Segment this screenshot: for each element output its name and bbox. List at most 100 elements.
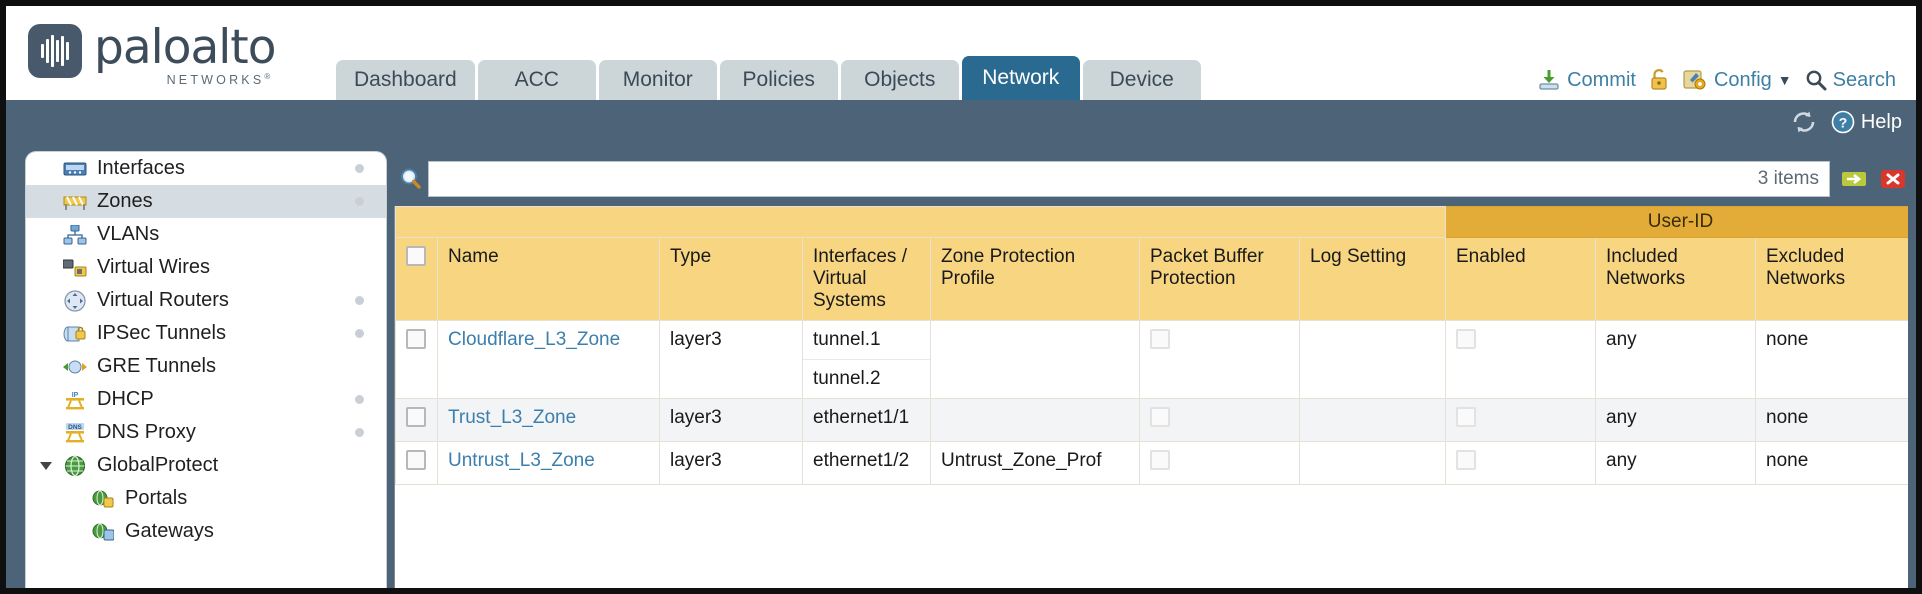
tab-dashboard[interactable]: Dashboard bbox=[336, 60, 475, 100]
chevron-down-icon[interactable]: ▼ bbox=[1777, 72, 1792, 88]
row-select-checkbox[interactable] bbox=[406, 407, 426, 427]
sidebar-item-gateways[interactable]: Gateways bbox=[26, 515, 386, 548]
search-button[interactable]: Search bbox=[1805, 69, 1896, 92]
help-icon: ? bbox=[1831, 110, 1855, 134]
table-group-header-row: User-ID bbox=[395, 206, 1908, 238]
sidebar-item-status-dot bbox=[355, 428, 364, 437]
cell-type: layer3 bbox=[659, 441, 803, 485]
svg-text:?: ? bbox=[1839, 115, 1848, 131]
sidebar-item-virtual-wires[interactable]: Virtual Wires bbox=[26, 251, 386, 284]
sidebar-item-virtual-routers[interactable]: Virtual Routers bbox=[26, 284, 386, 317]
cell-log-setting bbox=[1299, 398, 1446, 442]
help-button[interactable]: ? Help bbox=[1831, 110, 1902, 134]
sidebar-item-label: VLANs bbox=[97, 223, 160, 245]
row-select-checkbox[interactable] bbox=[406, 329, 426, 349]
refresh-button[interactable] bbox=[1791, 110, 1817, 134]
packet-buffer-protection-checkbox[interactable] bbox=[1150, 450, 1170, 470]
userid-enabled-checkbox[interactable] bbox=[1456, 407, 1476, 427]
zone-name-link[interactable]: Trust_L3_Zone bbox=[448, 407, 577, 428]
clear-filter-button[interactable] bbox=[1878, 164, 1908, 194]
band-actions: ? Help bbox=[1791, 110, 1902, 134]
cell-included-networks: any bbox=[1595, 398, 1756, 442]
column-header-included-networks: Included Networks bbox=[1595, 237, 1756, 321]
tab-objects[interactable]: Objects bbox=[840, 60, 959, 100]
zones-icon bbox=[62, 192, 88, 212]
tab-monitor[interactable]: Monitor bbox=[598, 60, 717, 100]
svg-text:IP: IP bbox=[72, 392, 79, 399]
config-menu-button[interactable]: Config ▼ bbox=[1682, 68, 1792, 92]
zone-name-link[interactable]: Untrust_L3_Zone bbox=[448, 450, 595, 471]
userid-enabled-checkbox[interactable] bbox=[1456, 329, 1476, 349]
tab-network[interactable]: Network bbox=[961, 56, 1080, 100]
cell-name: Untrust_L3_Zone bbox=[437, 441, 660, 485]
tab-policies[interactable]: Policies bbox=[719, 60, 838, 100]
cell-included-networks: any bbox=[1595, 441, 1756, 485]
cell-type: layer3 bbox=[659, 398, 803, 442]
sidebar-item-interfaces[interactable]: Interfaces bbox=[26, 152, 386, 185]
cell-type: layer3 bbox=[659, 320, 803, 399]
column-header-log-setting: Log Setting bbox=[1299, 237, 1446, 321]
sidebar-item-status-dot bbox=[355, 329, 364, 338]
dns-proxy-icon: DNS bbox=[62, 422, 88, 443]
sidebar-item-portals[interactable]: Portals bbox=[26, 482, 386, 515]
gateways-icon bbox=[90, 522, 116, 542]
filter-search-icon[interactable] bbox=[394, 162, 428, 196]
column-header-type: Type bbox=[659, 237, 803, 321]
cell-included-networks: any bbox=[1595, 320, 1756, 399]
search-input[interactable]: 3 items bbox=[428, 161, 1830, 197]
interface-entry: ethernet1/1 bbox=[813, 407, 910, 428]
row-select-cell bbox=[395, 320, 438, 399]
select-all-checkbox[interactable] bbox=[406, 246, 426, 266]
row-select-checkbox[interactable] bbox=[406, 450, 426, 470]
commit-button[interactable]: Commit bbox=[1537, 68, 1636, 92]
main-panel: 3 items bbox=[386, 152, 1916, 588]
virtual-routers-icon bbox=[62, 289, 88, 312]
sidebar-item-status-dot bbox=[355, 395, 364, 404]
secondary-band bbox=[6, 100, 1916, 150]
config-label: Config bbox=[1713, 68, 1772, 91]
config-lock-button[interactable] bbox=[1649, 68, 1669, 92]
sidebar-item-label: Gateways bbox=[125, 520, 214, 542]
brand-tagline: NETWORKS® bbox=[166, 72, 274, 88]
cell-interfaces: ethernet1/2 bbox=[802, 441, 931, 485]
column-header-enabled: Enabled bbox=[1445, 237, 1596, 321]
dhcp-icon: IP bbox=[62, 390, 88, 410]
cell-log-setting bbox=[1299, 441, 1446, 485]
sidebar-item-globalprotect[interactable]: GlobalProtect bbox=[26, 449, 386, 482]
tab-acc[interactable]: ACC bbox=[477, 60, 596, 100]
tab-device[interactable]: Device bbox=[1082, 60, 1201, 100]
sidebar-item-zones[interactable]: Zones bbox=[26, 185, 386, 218]
cell-packet-buffer-protection bbox=[1139, 441, 1300, 485]
sidebar-item-vlans[interactable]: VLANs bbox=[26, 218, 386, 251]
svg-text:DNS: DNS bbox=[68, 424, 82, 431]
sidebar-item-label: Virtual Wires bbox=[97, 256, 210, 278]
sidebar-item-gre-tunnels[interactable]: GRE Tunnels bbox=[26, 350, 386, 383]
group-header-spacer bbox=[395, 206, 1446, 238]
search-label: Search bbox=[1832, 68, 1896, 91]
zone-name-link[interactable]: Cloudflare_L3_Zone bbox=[448, 329, 621, 350]
gre-tunnels-icon bbox=[62, 357, 88, 377]
userid-enabled-checkbox[interactable] bbox=[1456, 450, 1476, 470]
sidebar-item-label: IPSec Tunnels bbox=[97, 322, 226, 344]
cell-name: Trust_L3_Zone bbox=[437, 398, 660, 442]
apply-filter-button[interactable] bbox=[1839, 164, 1869, 194]
cell-zone-protection-profile bbox=[930, 398, 1140, 442]
packet-buffer-protection-checkbox[interactable] bbox=[1150, 407, 1170, 427]
packet-buffer-protection-checkbox[interactable] bbox=[1150, 329, 1170, 349]
config-gear-icon bbox=[1682, 68, 1708, 92]
expand-caret-icon[interactable] bbox=[40, 461, 52, 470]
sidebar-item-ipsec-tunnels[interactable]: IPSec Tunnels bbox=[26, 317, 386, 350]
commit-label: Commit bbox=[1567, 68, 1636, 91]
